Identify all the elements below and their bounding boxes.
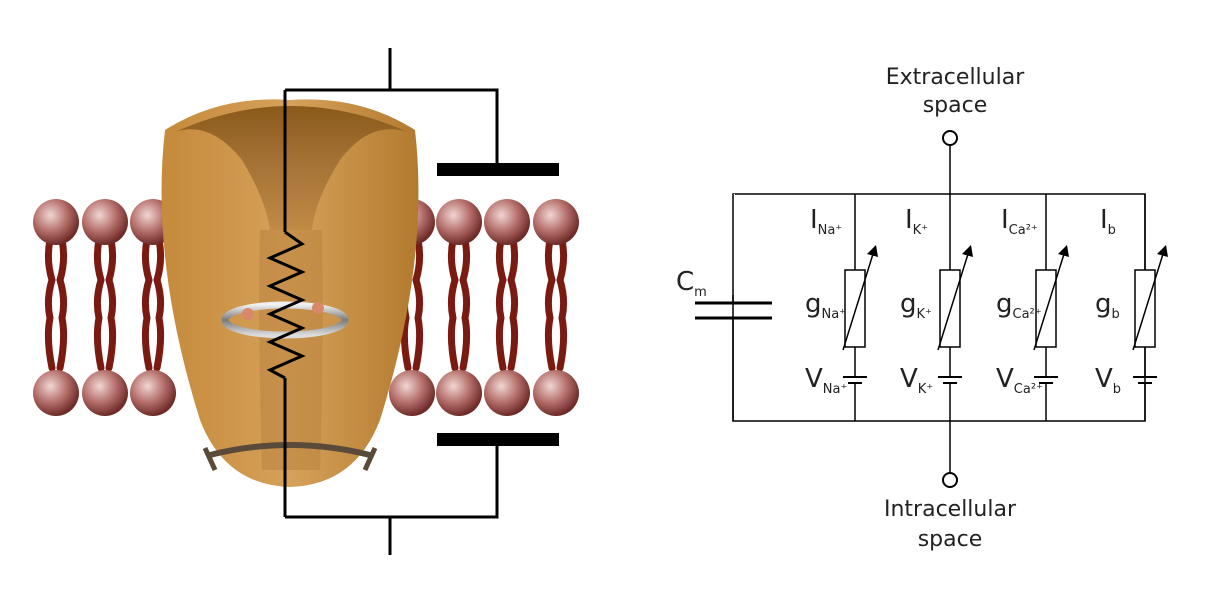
- lipid-head-bottom: [389, 370, 435, 416]
- extracellular-label-line1: Extracellular: [886, 65, 1025, 90]
- lipid-head-bottom: [82, 370, 128, 416]
- resistor-zigzag: [266, 230, 306, 380]
- lipid-tail: [56, 236, 68, 372]
- capacitance-symbol: Cm: [676, 267, 707, 300]
- extracellular-terminal: [942, 130, 958, 146]
- lipid-head-top: [484, 199, 530, 245]
- reversal-potential-label: VK⁺: [900, 364, 933, 397]
- lipid-head-bottom: [533, 370, 579, 416]
- reversal-potential-label: VNa⁺: [805, 364, 847, 397]
- intracellular-label-line1: Intracellular: [884, 497, 1017, 522]
- conductance-label: gb: [1095, 289, 1120, 322]
- lipid-head-top: [33, 199, 79, 245]
- current-label: INa⁺: [810, 205, 842, 238]
- current-label: ICa²⁺: [1001, 205, 1038, 238]
- lipid-tail: [93, 236, 105, 372]
- variable-arrow: [1157, 245, 1168, 257]
- lipid-head-bottom: [33, 370, 79, 416]
- conductance-label: gK⁺: [900, 289, 932, 322]
- conductance-label: gCa²⁺: [996, 289, 1042, 322]
- lipid-tail: [44, 236, 56, 372]
- lipid-head-top: [82, 199, 128, 245]
- channel-circuit-overlay: [266, 48, 559, 555]
- ion: [312, 302, 324, 314]
- lipid-tail: [153, 236, 165, 372]
- variable-arrow: [867, 245, 878, 257]
- ion: [242, 308, 254, 320]
- lipid-tail: [507, 236, 519, 372]
- variable-arrow: [962, 245, 973, 257]
- lipid-tail: [495, 236, 507, 372]
- membrane-capacitor: Cm: [676, 194, 772, 421]
- lipid-head-top: [533, 199, 579, 245]
- current-label: Ib: [1100, 205, 1116, 238]
- lipid-tails: [44, 236, 568, 372]
- capacitor-plate-top: [437, 163, 559, 176]
- membrane-channel-illustration: [33, 48, 579, 555]
- intracellular-terminal: [942, 472, 958, 488]
- parallel-conductance-circuit: Extracellular space Intracellular space …: [676, 65, 1168, 552]
- lipid-tail: [412, 236, 424, 372]
- variable-arrow: [1058, 245, 1069, 257]
- branch-0: INa⁺ gNa⁺ VNa⁺: [805, 194, 878, 421]
- lipid-head-bottom: [436, 370, 482, 416]
- reversal-potential-label: VCa²⁺: [996, 364, 1043, 397]
- branch-2: ICa²⁺ gCa²⁺ VCa²⁺: [996, 194, 1069, 421]
- current-label: IK⁺: [905, 205, 928, 238]
- lipid-head-bottom: [484, 370, 530, 416]
- extracellular-label-line2: space: [923, 93, 988, 118]
- intracellular-label-line2: space: [918, 527, 983, 552]
- lipid-tail: [141, 236, 153, 372]
- ion-branches: INa⁺ gNa⁺ VNa⁺ IK⁺ gK⁺ VK⁺ ICa²⁺ gCa²⁺ VCa²⁺ Ib gb…: [805, 194, 1168, 421]
- lipid-head-bottom: [130, 370, 176, 416]
- reversal-potential-label: Vb: [1095, 364, 1121, 397]
- capacitor-plate-bottom: [437, 433, 559, 446]
- lipid-tail: [105, 236, 117, 372]
- circuit-wires: [732, 145, 1146, 473]
- lipid-tail: [556, 236, 568, 372]
- lipid-tail: [459, 236, 471, 372]
- lipid-tail: [447, 236, 459, 372]
- conductance-label: gNa⁺: [805, 289, 846, 322]
- lipid-head-top: [436, 199, 482, 245]
- branch-1: IK⁺ gK⁺ VK⁺: [900, 194, 973, 421]
- lipid-tail: [544, 236, 556, 372]
